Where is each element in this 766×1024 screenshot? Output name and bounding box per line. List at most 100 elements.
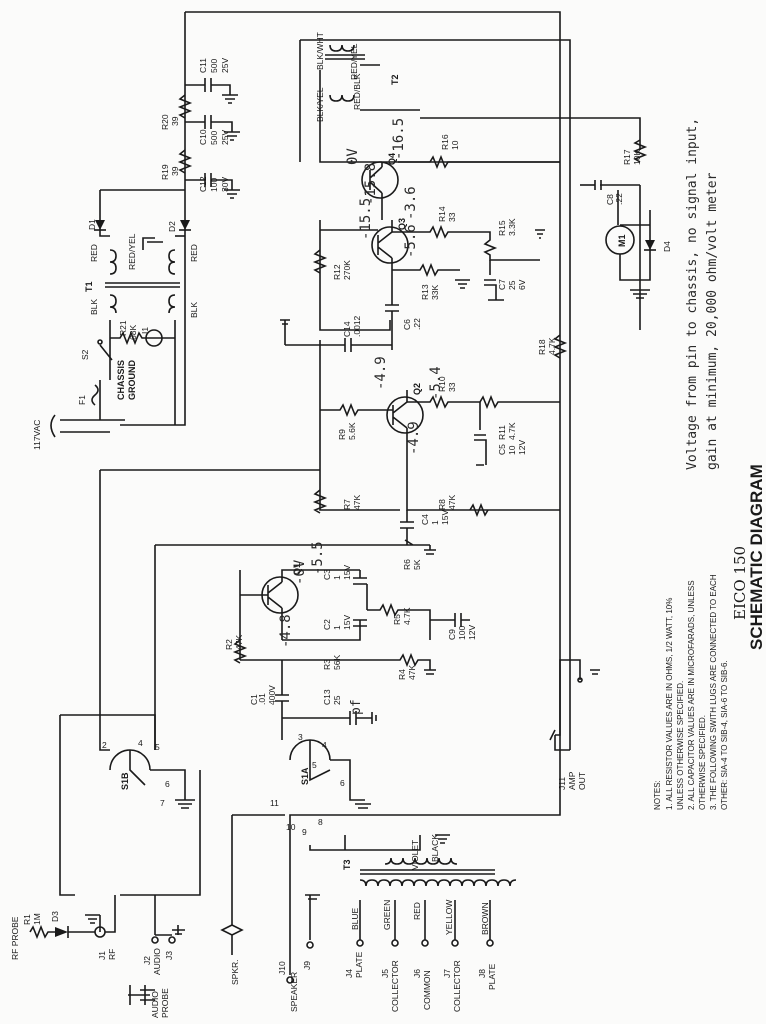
j6-label: J6 [412, 969, 422, 978]
jack-j5 [391, 939, 399, 947]
t1-red2: RED [189, 244, 199, 262]
s2-label: S2 [80, 349, 90, 360]
c8-value: .22 [614, 193, 624, 205]
wire [120, 770, 201, 896]
resistor-r16 [398, 154, 560, 170]
audio-probe [128, 985, 155, 1005]
transformer-t3: T3 VIOLET BLACK BLUE GREEN RED YELLOW BR… [342, 834, 517, 1012]
wire [239, 570, 268, 660]
ac-line [60, 419, 125, 433]
model-title: EICO 150 [731, 546, 749, 620]
t2-secondary [329, 44, 355, 52]
t3-blue: BLUE [350, 907, 360, 930]
q2-leads [392, 390, 408, 445]
capacitor-c6 [385, 270, 399, 350]
audio-probe-2: PROBE [160, 988, 170, 1018]
j9-label: J9 [302, 961, 312, 970]
c4-v2: 15V [440, 510, 450, 525]
ground-symbol [535, 229, 545, 239]
j10-label: J10 [277, 961, 287, 975]
wire [59, 714, 156, 896]
c2-v1: 1 [332, 625, 342, 630]
ground-symbol [224, 189, 240, 199]
c3-v2: 15V [342, 565, 352, 580]
schematic-title: SCHEMATIC DIAGRAM [747, 464, 766, 650]
c10-label: C10 [198, 129, 208, 145]
power-supply: R20 39 C11 500 25V C10 500 25V R19 39 C1… [32, 58, 240, 450]
q1-label: Q1 [292, 563, 302, 575]
capacitor-c10 [185, 115, 233, 132]
ground-symbol [142, 237, 163, 250]
j1-label: J1 [97, 951, 107, 960]
s1b-lug5: 5 [155, 742, 160, 752]
r6-label: R6 [402, 559, 412, 570]
ground-symbol [280, 319, 290, 345]
q4-label: Q4 [387, 153, 397, 165]
r18-value: 4.7K [547, 337, 557, 355]
r1-value: 1M [32, 913, 42, 925]
notes-block: NOTES: 1. ALL RESISTOR VALUES ARE IN OHM… [653, 574, 729, 810]
title-block: EICO 150 SCHEMATIC DIAGRAM [731, 464, 766, 650]
transistor-q3 [371, 226, 409, 264]
s1a-lug10: 10 [286, 822, 296, 832]
t1-winding-left [109, 249, 117, 275]
driver-stage: Q3 R12 270K R13 33K R14 33 R15 3.3K C7 2… [280, 206, 568, 359]
ground-symbol [224, 131, 240, 141]
wire [231, 814, 285, 925]
s1b-lug2: 2 [102, 740, 107, 750]
t2-blkwht: BLK/WHT [315, 32, 325, 70]
t3-red: RED [412, 902, 422, 920]
handwritten-note: Voltage from pin to chassis, no signal i… [685, 118, 720, 470]
capacitor-c2 [282, 619, 367, 641]
t1-core [105, 282, 180, 288]
diode-d1 [95, 220, 105, 230]
notes-heading: NOTES: [653, 780, 662, 810]
r21-value: 68K [128, 325, 138, 340]
v-q3-collector: -15.5 [358, 198, 374, 240]
resistor-r13 [392, 262, 460, 278]
resistor-r14-r15 [392, 224, 540, 261]
r19-value: 39 [170, 166, 180, 176]
t2-primary [329, 94, 355, 102]
resistor-r10-r11 [407, 394, 560, 410]
switch-s2 [99, 344, 113, 420]
r20-label: R20 [160, 114, 170, 130]
r15-label: R15 [497, 220, 507, 236]
transistor-q4 [361, 161, 399, 199]
capacitor-c1 [275, 660, 289, 740]
r14-label: R14 [437, 206, 447, 222]
d1-label: D1 [87, 219, 97, 230]
note-1b: UNLESS OTHERWISE SPECIFIED. [676, 681, 685, 810]
d3-label: D3 [50, 911, 60, 922]
resistor-r19 [177, 149, 193, 174]
r9-value: 5.6K [347, 422, 357, 440]
capacitor-c7 [484, 260, 504, 301]
v-q4-base: -15.8 [363, 163, 379, 205]
jack-j7 [451, 939, 459, 947]
t2-redyel: RED/YEL [349, 43, 359, 80]
capacitor-c9 [430, 613, 470, 627]
resistor-r3-r4 [240, 652, 436, 675]
t2-blkyel: BLK/YEL [315, 87, 325, 122]
jack-j2 [151, 936, 159, 944]
r9-label: R9 [337, 429, 347, 440]
c2-v2: 15V [342, 615, 352, 630]
r11-label: R11 [497, 425, 507, 440]
f1-label: F1 [77, 395, 87, 405]
c10-v2: 25V [220, 130, 230, 145]
r2-label: R2 [224, 639, 234, 650]
resistor-r17 [632, 139, 648, 163]
r18-label: R18 [537, 339, 547, 355]
c12-v1: 100 [209, 178, 219, 192]
chassis-label: CHASSIS [116, 360, 126, 400]
c9-v2: 12V [467, 625, 477, 640]
note-line-1: Voltage from pin to chassis, no signal i… [685, 118, 700, 470]
r8-label: R8 [437, 499, 447, 510]
t3-violet: VIOLET [410, 840, 420, 870]
r6-value: 5K [412, 559, 422, 570]
r12-value: 270K [342, 260, 352, 280]
note-1a: 1. ALL RESISTOR VALUES ARE IN OHMS, 1/2 … [665, 598, 674, 810]
diode-d2 [180, 220, 190, 230]
c9-label: C9 [447, 629, 457, 640]
wire [105, 895, 116, 933]
